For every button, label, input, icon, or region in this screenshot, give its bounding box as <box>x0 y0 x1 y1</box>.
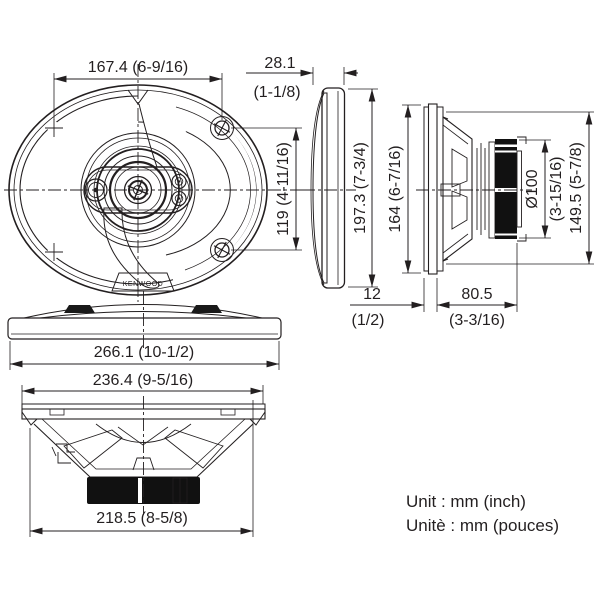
grille-swoosh <box>103 207 160 289</box>
dim-magnet-value: Ø100 <box>524 169 541 208</box>
dim-protrusion-value: 28.1 <box>264 55 295 72</box>
front-view: KENWOOD <box>4 64 306 302</box>
side-grille-mesh <box>312 92 328 284</box>
dim-front-depth-value: 12 <box>363 286 381 303</box>
dim-basket-height-label: 149.5 (5-7/8) <box>568 142 585 234</box>
side-profile-view <box>21 396 266 515</box>
dim-frame-height-label: 164 (6-7/16) <box>387 145 404 232</box>
terminal-lug <box>51 443 75 464</box>
dim-mounting-depth-inch: (3-3/16) <box>449 312 505 329</box>
unit-note-line2: Unitè : mm (pouces) <box>406 516 559 535</box>
side-view-grille <box>302 87 356 289</box>
top-profile-view <box>7 291 282 349</box>
basket-cutout-bottom <box>451 190 468 230</box>
screw-top-left <box>45 119 63 137</box>
rear-view <box>416 103 532 275</box>
right-tweeter-bottom <box>171 190 187 207</box>
dim-front-depth-inch: (1/2) <box>352 312 385 329</box>
dim-side-height-label: 197.3 (7-3/4) <box>352 142 369 234</box>
dim-body-width-label: 236.4 (9-5/16) <box>93 372 194 389</box>
brand-badge <box>111 272 175 292</box>
left-tweeter <box>84 178 108 202</box>
spoke-cutout-left <box>63 429 123 469</box>
grille-dome <box>23 304 263 319</box>
grille-nub-left <box>64 305 95 313</box>
basket-cutout-top <box>451 148 468 188</box>
grille-nub-right <box>191 305 222 313</box>
dim-protrusion-inch: (1-1/8) <box>253 84 300 101</box>
right-tweeter-top <box>171 173 187 190</box>
dim-mounting-width-label: 167.4 (6-9/16) <box>88 59 189 76</box>
screw-bottom-left <box>45 243 63 261</box>
frame-band <box>137 94 257 282</box>
dim-mounting-depth-value: 80.5 <box>461 286 492 303</box>
spoke-cutout-right <box>164 429 224 469</box>
dim-mounting-height-label: 119 (4-11/16) <box>275 142 292 236</box>
dim-magnet-inch: (3-15/16) <box>548 157 565 222</box>
dim-overall-width-label: 266.1 (10-1/2) <box>94 344 195 361</box>
unit-note-line1: Unit : mm (inch) <box>406 492 526 511</box>
dimensions: 167.4 (6-9/16) 28.1 (1-1/8) 119 (4-11/16… <box>9 55 594 537</box>
brand-label: KENWOOD <box>123 281 163 288</box>
dim-cutout-width-label: 218.5 (8-5/8) <box>96 510 188 527</box>
unit-note: Unit : mm (inch) Unitè : mm (pouces) <box>406 492 559 535</box>
